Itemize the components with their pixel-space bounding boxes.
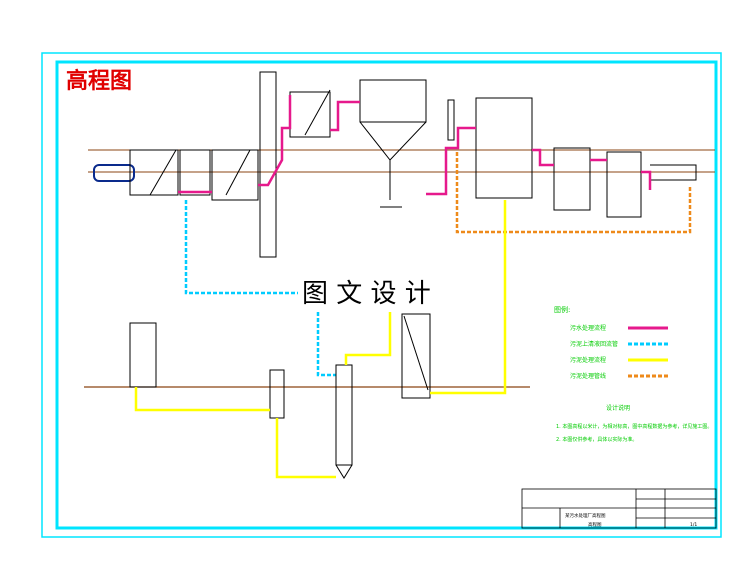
backwash-pipes — [455, 152, 692, 234]
structures-top — [93, 71, 697, 258]
legend-label: 污泥处理管线 — [570, 372, 606, 380]
legend-item-backwash: 污泥处理管线 — [570, 372, 668, 380]
ground-lines-top — [88, 149, 715, 173]
return-pipes — [184, 200, 336, 377]
legend-heading: 图例: — [554, 305, 570, 314]
legend-item-sludge: 污泥处理流程 — [570, 356, 668, 364]
legend-label: 污泥上清液回流管 — [570, 340, 618, 348]
title-block-project: 某污水处理厂高程图 — [565, 512, 606, 519]
legend: 图例: 污水处理流程 污泥上清液回流管 污泥处理流程 污泥处理管线 — [554, 305, 668, 380]
sludge-pipes — [134, 200, 507, 479]
title-block-drawing: 高程图 — [588, 521, 602, 528]
sewage-pipes — [178, 95, 652, 196]
title-block-sheet: 1/1 — [690, 522, 697, 528]
design-notes: 设计说明 1. 本图高程以米计，为相对标高，图中高程数据为参考，详见施工图。 2… — [556, 404, 712, 443]
legend-label: 污水处理流程 — [570, 324, 606, 332]
legend-label: 污泥处理流程 — [570, 356, 606, 364]
outer-frame — [41, 52, 722, 538]
legend-item-return: 污泥上清液回流管 — [570, 340, 668, 348]
notes-line: 2. 本图仅供参考，具体以实际为准。 — [556, 436, 637, 443]
watermark: 图 文 设 计 — [302, 279, 431, 309]
legend-item-sewage: 污水处理流程 — [570, 324, 668, 332]
structures-bottom — [129, 313, 431, 479]
notes-heading: 设计说明 — [606, 404, 630, 412]
page-title: 高程图 — [66, 68, 132, 94]
title-block — [521, 488, 717, 529]
inner-frame — [55, 60, 718, 530]
notes-line: 1. 本图高程以米计，为相对标高，图中高程数据为参考，详见施工图。 — [556, 423, 712, 430]
